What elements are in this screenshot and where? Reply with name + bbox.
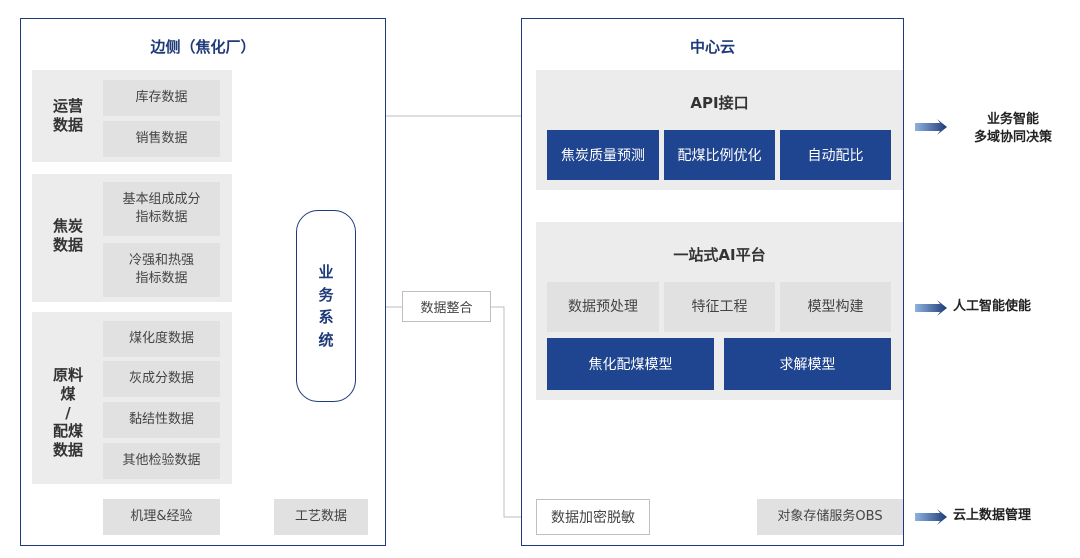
output-arrow-1 [915,119,947,135]
group-coke-title: 焦炭 数据 [52,217,83,254]
data-item-other-tests: 其他检验数据 [103,443,220,479]
output-business-intelligence: 业务智能 多域协同决策 [973,112,1052,145]
ai-platform-title: 一站式AI平台 [673,246,766,264]
process-data: 工艺数据 [274,499,368,535]
business-system: 业 务 系 统 [296,210,356,402]
data-encryption-desensitization: 数据加密脱敏 [536,499,650,535]
output-arrow-3 [915,509,947,525]
api-blend-ratio-optimization: 配煤比例优化 [664,130,775,180]
output-cloud-data-management: 云上数据管理 [953,508,1032,523]
output-arrow-2 [915,300,947,316]
cloud-title: 中心云 [689,38,735,56]
api-title: API接口 [690,94,749,112]
model-solver: 求解模型 [724,338,891,390]
api-coke-quality-prediction: 焦炭质量预测 [547,130,659,180]
data-item-inventory: 库存数据 [103,80,220,116]
model-coking-blending: 焦化配煤模型 [547,338,714,390]
tool-feature-engineering: 特征工程 [664,282,775,332]
data-item-sales: 销售数据 [103,121,220,157]
data-item-coalification: 煤化度数据 [103,321,220,357]
data-integration: 数据整合 [402,291,491,322]
object-storage-obs: 对象存储服务OBS [757,499,903,535]
data-item-caking: 黏结性数据 [103,402,220,438]
mechanism-experience: 机理&经验 [103,499,220,535]
data-item-composition: 基本组成成分 指标数据 [103,182,220,236]
group-operations-title: 运营 数据 [52,97,83,134]
edge-title: 边侧（焦化厂） [150,38,256,56]
data-item-strength: 冷强和热强 指标数据 [103,243,220,297]
group-raw-coal-title: 原料 煤 / 配煤 数据 [52,366,83,459]
api-auto-blending: 自动配比 [780,130,891,180]
data-item-ash: 灰成分数据 [103,361,220,397]
tool-preprocessing: 数据预处理 [547,282,659,332]
output-ai-enablement: 人工智能使能 [953,299,1032,314]
tool-model-building: 模型构建 [780,282,891,332]
